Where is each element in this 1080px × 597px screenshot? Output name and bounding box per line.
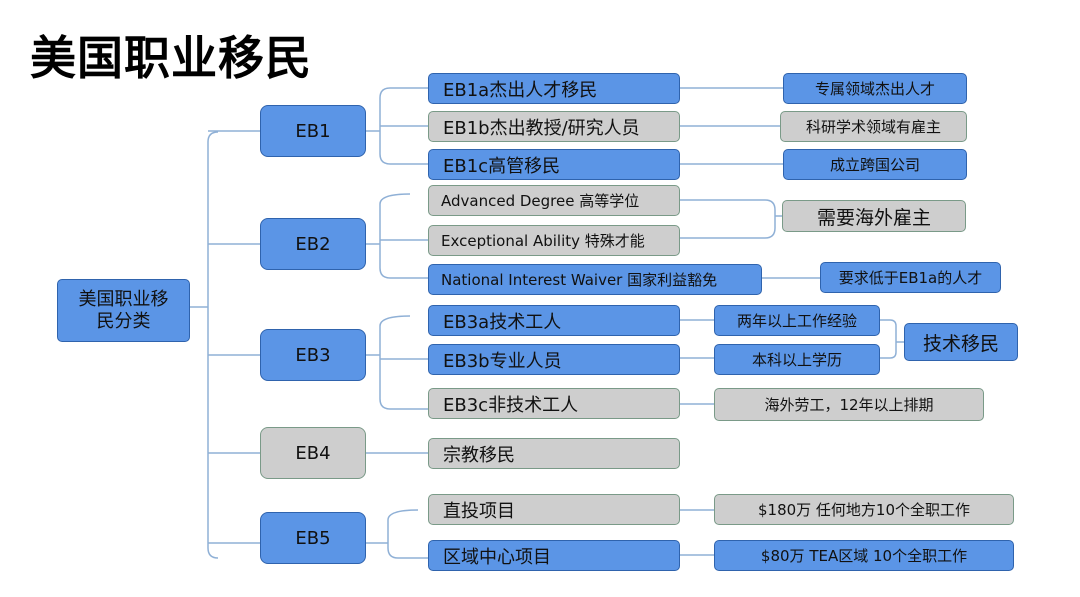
- note-eb5-regional: $80万 TEA区域 10个全职工作: [714, 540, 1014, 571]
- note-eb1a: 专属领域杰出人才: [783, 73, 967, 104]
- root-node: 美国职业移民分类: [57, 279, 190, 342]
- category-eb3: EB3: [260, 329, 366, 381]
- category-eb5: EB5: [260, 512, 366, 564]
- sub-eb3b: EB3b专业人员: [428, 344, 680, 375]
- sub-eb2-advanced-degree: Advanced Degree 高等学位: [428, 185, 680, 216]
- sub-eb2-exceptional-ability: Exceptional Ability 特殊才能: [428, 225, 680, 256]
- sub-eb1a: EB1a杰出人才移民: [428, 73, 680, 104]
- sub-eb3a: EB3a技术工人: [428, 305, 680, 336]
- category-eb4: EB4: [260, 427, 366, 479]
- note-eb3c: 海外劳工，12年以上排期: [714, 388, 984, 421]
- note-eb2-niw: 要求低于EB1a的人才: [820, 262, 1001, 293]
- note-eb3b: 本科以上学历: [714, 344, 880, 375]
- sub-eb1b: EB1b杰出教授/研究人员: [428, 111, 680, 142]
- sub-eb3c: EB3c非技术工人: [428, 388, 680, 419]
- note-eb3-skilled: 技术移民: [904, 323, 1018, 361]
- note-eb1c: 成立跨国公司: [783, 149, 967, 180]
- sub-eb1c: EB1c高管移民: [428, 149, 680, 180]
- sub-eb5-direct: 直投项目: [428, 494, 680, 525]
- sub-eb2-niw: National Interest Waiver 国家利益豁免: [428, 264, 762, 295]
- note-eb1b: 科研学术领域有雇主: [780, 111, 967, 142]
- sub-eb4-religious: 宗教移民: [428, 438, 680, 469]
- note-eb2-employer: 需要海外雇主: [782, 200, 966, 232]
- sub-eb5-regional-center: 区域中心项目: [428, 540, 680, 571]
- category-eb2: EB2: [260, 218, 366, 270]
- category-eb1: EB1: [260, 105, 366, 157]
- page-title: 美国职业移民: [30, 31, 312, 85]
- note-eb5-direct: $180万 任何地方10个全职工作: [714, 494, 1014, 525]
- note-eb3a: 两年以上工作经验: [714, 305, 880, 336]
